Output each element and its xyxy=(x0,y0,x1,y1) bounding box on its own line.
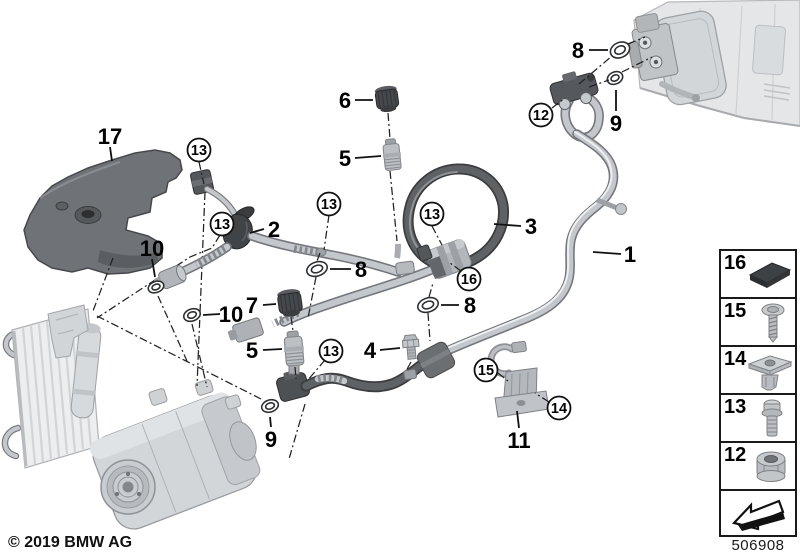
callout-5-upper[interactable]: 5 xyxy=(339,146,351,171)
callout-16-circled[interactable]: 16 xyxy=(456,266,482,292)
callout-6[interactable]: 6 xyxy=(339,88,351,113)
callout-8-mid-right[interactable]: 8 xyxy=(464,293,476,318)
o-ring-9-lower xyxy=(260,398,280,414)
service-valve-5-lower xyxy=(283,330,305,367)
svg-text:13: 13 xyxy=(214,217,230,233)
double-pipe-fitting-12 xyxy=(549,71,599,111)
callout-13-circled-b[interactable]: 13 xyxy=(209,211,235,237)
svg-text:13: 13 xyxy=(191,143,207,159)
valve-cap-6 xyxy=(374,85,400,113)
legend-item-15: 15 xyxy=(721,299,795,347)
o-ring-9-top xyxy=(606,70,624,86)
legend-item-13: 13 xyxy=(721,395,795,443)
connecting-pipe-b xyxy=(227,260,441,343)
callout-3[interactable]: 3 xyxy=(525,214,537,239)
legend-label-14: 14 xyxy=(724,348,747,370)
callout-15-circled[interactable]: 15 xyxy=(473,357,499,383)
callout-13-circled-d[interactable]: 13 xyxy=(419,201,445,227)
svg-text:16: 16 xyxy=(461,272,477,288)
legend-label-12: 12 xyxy=(724,444,747,466)
ac-compressor xyxy=(90,379,261,530)
callout-12-circled[interactable]: 12 xyxy=(528,102,554,128)
callout-9-top[interactable]: 9 xyxy=(610,111,622,136)
svg-text:15: 15 xyxy=(478,363,494,379)
valve-cap-7 xyxy=(277,289,303,317)
o-ring-8-mid-left xyxy=(305,260,329,278)
callout-4[interactable]: 4 xyxy=(364,338,377,363)
callout-11[interactable]: 11 xyxy=(507,428,530,453)
pipe-holder-bracket-11 xyxy=(487,340,550,418)
circled-callouts: 12 13 13 13 13 13 16 15 xyxy=(186,102,572,421)
o-ring-10-left xyxy=(147,280,165,294)
o-ring-10-mid xyxy=(182,307,202,323)
o-ring-8-top xyxy=(609,41,631,59)
service-parts xyxy=(147,41,631,418)
callout-10-left[interactable]: 10 xyxy=(140,236,164,261)
svg-text:14: 14 xyxy=(551,401,567,417)
engine-cover-part17 xyxy=(23,149,183,275)
direction-arrow-icon xyxy=(731,499,785,531)
callout-7[interactable]: 7 xyxy=(246,293,258,318)
copyright-notice: © 2019 BMW AG xyxy=(8,534,133,551)
flange-nut-icon xyxy=(756,451,786,482)
legend-label-13: 13 xyxy=(724,396,747,418)
receiver-drier xyxy=(70,323,102,419)
svg-text:13: 13 xyxy=(321,197,337,213)
legend-item-14: 14 xyxy=(721,347,795,395)
legend-item-12: 12 xyxy=(721,443,795,491)
pipe-clamp-block-16 xyxy=(416,239,472,279)
callout-10-mid[interactable]: 10 xyxy=(219,302,243,327)
refrigerant-pipes xyxy=(154,71,627,402)
plain-callouts: 17 2 3 1 6 5 7 5 4 8 9 8 8 9 10 10 11 xyxy=(98,38,636,453)
svg-text:12: 12 xyxy=(533,108,549,124)
callout-17[interactable]: 17 xyxy=(98,124,122,149)
legend-label-16: 16 xyxy=(724,252,747,274)
foam-pad-icon xyxy=(748,262,792,288)
valve-insert-4 xyxy=(401,334,420,360)
condenser xyxy=(1,304,102,469)
connecting-pipe-a xyxy=(247,231,403,277)
clip-nut-icon xyxy=(747,355,793,391)
service-valve-5-upper xyxy=(382,138,402,171)
body-screw-icon xyxy=(761,303,785,343)
suction-hose-4-line xyxy=(276,341,456,402)
callout-5-lower[interactable]: 5 xyxy=(246,338,258,363)
legend-direction-arrow xyxy=(721,491,795,535)
callout-13-circled-a[interactable]: 13 xyxy=(186,137,212,163)
callout-1[interactable]: 1 xyxy=(624,242,636,267)
legend-item-16: 16 xyxy=(721,251,795,299)
flex-hose-3 xyxy=(402,163,510,271)
o-ring-8-mid-right xyxy=(416,296,440,314)
assembly-reference-lines xyxy=(92,191,306,460)
part-leader-solid xyxy=(109,49,622,429)
callout-14-circled[interactable]: 14 xyxy=(546,395,572,421)
callout-13-circled-c[interactable]: 13 xyxy=(316,191,342,217)
svg-text:13: 13 xyxy=(424,207,440,223)
callout-8-mid-left[interactable]: 8 xyxy=(355,257,367,282)
pressure-pipe-1 xyxy=(423,94,627,366)
hvac-heater-unit xyxy=(627,0,800,127)
callout-2[interactable]: 2 xyxy=(268,217,280,242)
expansion-valve-block xyxy=(627,12,679,81)
callout-9-lower[interactable]: 9 xyxy=(265,427,277,452)
fastener-legend: 16 15 14 13 xyxy=(719,249,797,537)
callout-8-top[interactable]: 8 xyxy=(572,38,584,63)
legend-label-15: 15 xyxy=(724,300,747,322)
svg-text:13: 13 xyxy=(323,344,339,360)
hex-bolt-icon xyxy=(761,399,783,437)
compressor-pulley xyxy=(100,459,156,515)
callout-13-circled-e[interactable]: 13 xyxy=(318,338,344,364)
diagram-part-number: 506908 xyxy=(731,537,785,554)
part-leader-dashdot xyxy=(198,36,653,403)
